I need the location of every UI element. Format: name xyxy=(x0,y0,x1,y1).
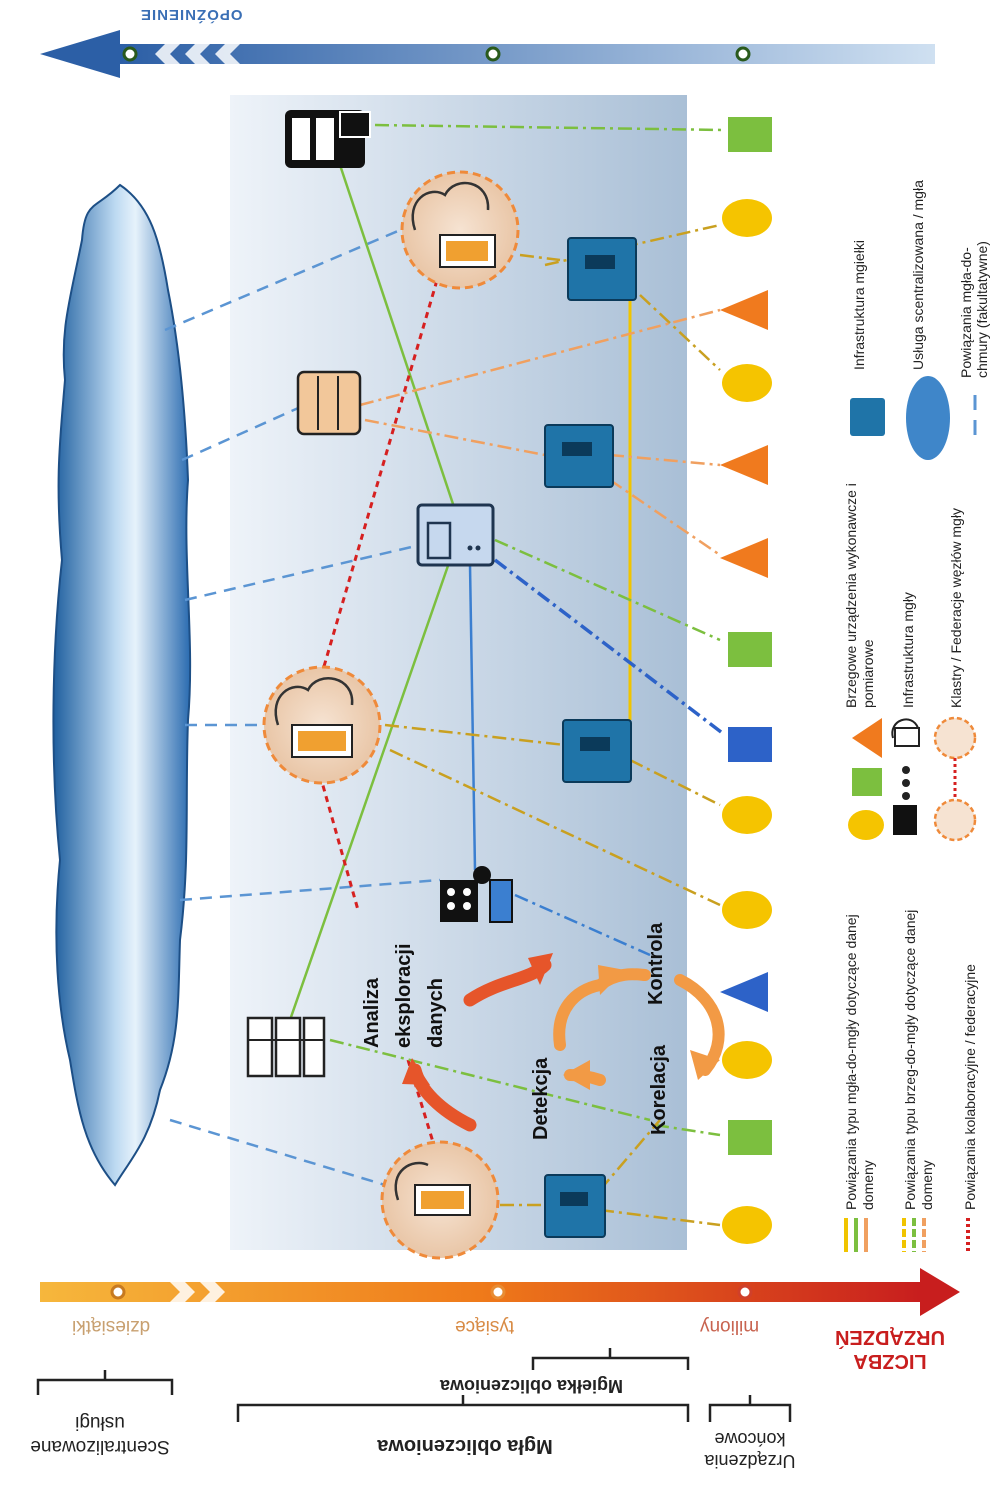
edge-sensor-circle xyxy=(722,199,772,237)
mist-board xyxy=(544,424,614,488)
legend-clusters: Klastry / Federacje węzłów mgły xyxy=(948,508,964,708)
centralized-cloud xyxy=(52,183,192,1187)
cluster-icon xyxy=(933,716,977,842)
fog-to-fog-links xyxy=(288,164,462,1021)
sensor-shapes-icon xyxy=(848,810,884,840)
latency-arrow xyxy=(40,30,935,78)
fog-node-icon xyxy=(891,718,920,747)
fog-computing-label: Mgła obliczeniowa xyxy=(377,1435,553,1457)
edge-actuator-triangle xyxy=(720,972,768,1012)
mist-board xyxy=(562,719,632,783)
fog-server-icon xyxy=(416,503,495,567)
edge-to-fog-links xyxy=(329,123,727,1227)
server-cluster-icon xyxy=(246,1016,326,1078)
legend-federation-links: Powiązania kolaboracyjne / federacyjne xyxy=(962,964,978,1210)
brackets xyxy=(36,1348,792,1422)
edge-actuator-triangle xyxy=(720,538,768,578)
edge-sensor-circle xyxy=(722,364,772,402)
fog-link-blue xyxy=(468,564,477,871)
legend-fog-fog-links: Powiązania typu mgła-do-mgły dotyczące d… xyxy=(843,914,876,1210)
tick-tens: dziesiątki xyxy=(72,1316,151,1337)
edge-sensor-circle xyxy=(722,1206,772,1244)
fog-cluster xyxy=(400,170,520,290)
detection-label: Detekcja xyxy=(530,1057,552,1140)
tick-millions: miliony xyxy=(700,1316,760,1337)
tick-thousands: tysiące xyxy=(455,1316,515,1337)
fog-cluster xyxy=(380,1140,500,1260)
dashdot-lines-icon xyxy=(902,1218,926,1252)
mist-board xyxy=(544,1174,606,1238)
centralized-services-label: Scentralizowane usługi xyxy=(30,1412,170,1457)
legend-icons xyxy=(844,376,977,1252)
device-count-arrow xyxy=(40,1268,960,1316)
control-label: Kontrola xyxy=(645,922,667,1005)
legend-central-service: Usługa scentralizowana / mgła xyxy=(910,180,926,370)
edge-actuator-triangle xyxy=(720,445,768,485)
legend-edge-devices: Brzegowe urządzenia wykonawcze i pomiaro… xyxy=(843,483,876,708)
solid-lines-icon xyxy=(844,1218,868,1252)
cloud-icon xyxy=(906,376,950,460)
edge-sensor-square xyxy=(728,1120,772,1155)
control-node-icon xyxy=(440,866,513,923)
device-count-label: LICZBA URZĄDZEŃ xyxy=(835,1326,945,1372)
legend-mist-infra: Infrastruktura mgiełki xyxy=(851,240,867,370)
fog-cluster xyxy=(262,665,382,785)
fog-to-cloud-links xyxy=(164,226,441,1187)
analysis-cycle xyxy=(402,953,725,1132)
mist-board xyxy=(567,237,637,301)
latency-label: OPÓŹNIENIE xyxy=(140,6,243,23)
edge-sensor-circle xyxy=(722,1041,772,1079)
edge-sensor-square xyxy=(728,117,772,152)
mist-board-icon xyxy=(850,398,885,436)
legend-fog-cloud-links: Powiązania mgła-do-chmury (fakultatywne) xyxy=(958,241,990,378)
edge-devices xyxy=(720,117,772,1244)
legend-edge-fog-links: Powiązania typu brzeg-do-mgły dotyczące … xyxy=(902,909,935,1210)
legend-fog-infra: Infrastruktura mgły xyxy=(900,592,916,708)
edge-sensor-square xyxy=(728,632,772,667)
end-devices-label: Urządzenia końcowe xyxy=(704,1429,796,1471)
storage-node-icon xyxy=(296,370,362,436)
edge-sensor-circle xyxy=(722,891,772,929)
correlation-label: Korelacja xyxy=(648,1044,670,1135)
server-rack-icon xyxy=(285,110,371,168)
mist-computing-label: Mgiełka obliczeniowa xyxy=(440,1376,624,1396)
edge-actuator-triangle xyxy=(720,290,768,330)
edge-sensor-circle xyxy=(722,796,772,834)
edge-sensor-square xyxy=(728,727,772,762)
analysis-label: Analiza eksploracji danych xyxy=(361,943,447,1048)
